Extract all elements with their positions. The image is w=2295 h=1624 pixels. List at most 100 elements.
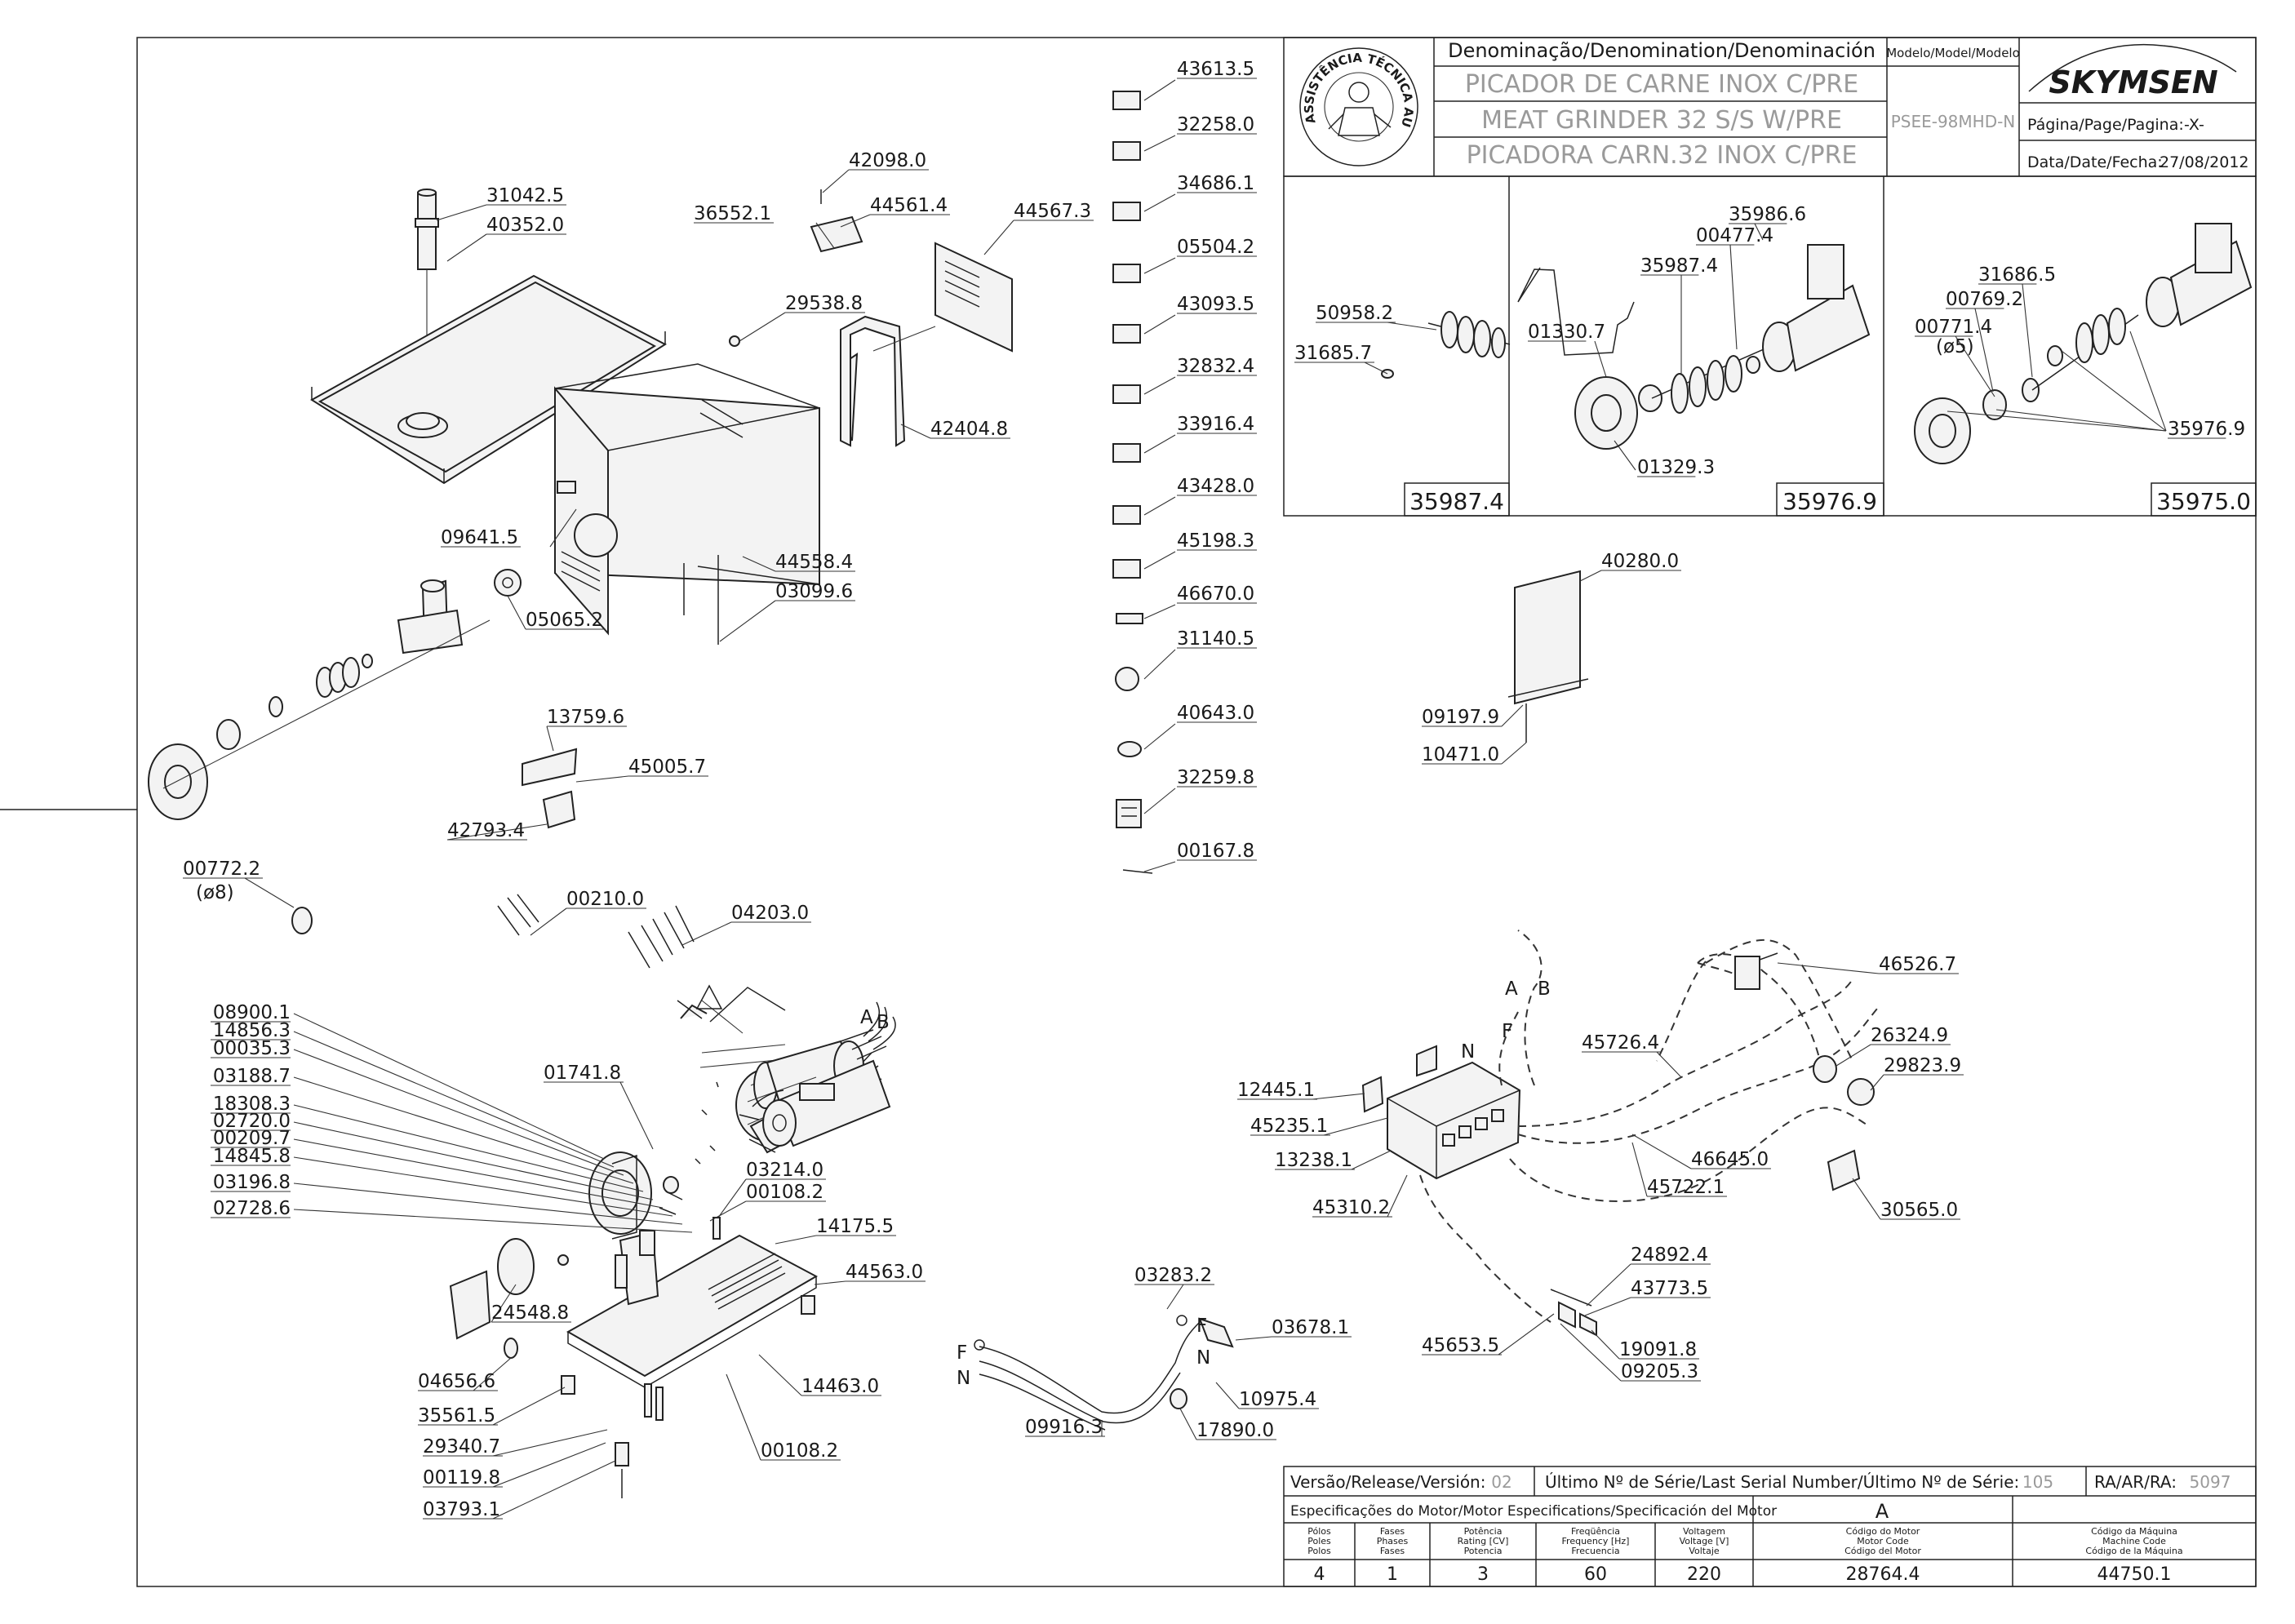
part-number: 44561.4 — [870, 195, 948, 216]
part-number: 43093.5 — [1177, 294, 1254, 315]
serial-value: 105 — [2022, 1472, 2053, 1492]
spec-value: 220 — [1687, 1564, 1721, 1585]
spec-column-header: Código da Máquina — [2091, 1526, 2177, 1537]
spec-column-header: Fases — [1380, 1546, 1405, 1556]
spec-column-header: Potencia — [1464, 1546, 1503, 1556]
part-number: 24548.8 — [491, 1302, 569, 1324]
part-number: 03188.7 — [213, 1066, 291, 1087]
part-number: 35976.9 — [2168, 419, 2245, 440]
drawing-frame — [0, 37, 2257, 1587]
wiring-harness-drawing — [1361, 930, 1878, 1337]
part-number: N — [1461, 1041, 1475, 1063]
part-number: 12445.1 — [1237, 1080, 1315, 1101]
part-number: 00210.0 — [566, 889, 644, 910]
part-number: 45726.4 — [1582, 1032, 1659, 1054]
part-number: 35561.5 — [418, 1405, 495, 1427]
authorized-service-seal: ASSISTÊNCIA TÉCNICA AUTORIZADA — [0, 0, 1418, 166]
part-number: 45722.1 — [1647, 1177, 1725, 1198]
part-number: 01741.8 — [544, 1063, 621, 1084]
motor-spec-block: Versão/Release/Versión: 02 Último Nº de … — [1283, 1466, 2257, 1587]
part-number: 29340.7 — [423, 1436, 500, 1458]
date-label: Data/Date/Fecha: — [2027, 153, 2163, 171]
part-number: 00769.2 — [1946, 289, 2023, 310]
part-number: 03196.8 — [213, 1172, 291, 1193]
part-number: 45198.3 — [1177, 530, 1254, 552]
part-number: 43613.5 — [1177, 59, 1254, 80]
spec-column-header: Potência — [1464, 1526, 1503, 1537]
part-number: 33916.4 — [1177, 414, 1254, 435]
denomination-header: Denominação/Denomination/Denominación — [1448, 39, 1876, 62]
ra-label: RA/AR/RA: — [2094, 1472, 2177, 1492]
part-number: 32259.8 — [1177, 767, 1254, 788]
spec-column-header: Frequency [Hz] — [1562, 1536, 1630, 1546]
part-number: 10471.0 — [1422, 744, 1499, 765]
part-number: 19091.8 — [1619, 1339, 1697, 1360]
part-number: 40352.0 — [486, 215, 564, 236]
part-number: 09205.3 — [1621, 1361, 1698, 1382]
part-number: 46526.7 — [1879, 954, 1956, 975]
spec-column-header: Motor Code — [1857, 1536, 1909, 1546]
panel-code: 35975.0 — [2156, 488, 2251, 515]
spec-column-header: Voltagem — [1683, 1526, 1725, 1537]
part-number: 43773.5 — [1631, 1278, 1708, 1299]
brand-logo: SKYMSEN — [2028, 43, 2237, 100]
part-number: 31140.5 — [1177, 628, 1254, 650]
spec-value: 44750.1 — [2097, 1564, 2172, 1585]
date-value: 27/08/2012 — [2160, 153, 2249, 171]
model-value: PSEE-98MHD-N — [1891, 112, 2016, 131]
part-number: 00772.2 — [183, 859, 260, 880]
part-number: 29538.8 — [785, 293, 863, 314]
part-number: 40280.0 — [1601, 551, 1679, 572]
part-number: 00167.8 — [1177, 841, 1254, 862]
part-number: 02720.0 — [213, 1111, 291, 1132]
panel-code: 35987.4 — [1409, 488, 1504, 515]
part-number: 01329.3 — [1637, 457, 1715, 478]
back-plate-drawing — [1507, 570, 1589, 743]
part-number: (ø8) — [196, 882, 234, 903]
part-number: 00108.2 — [746, 1182, 823, 1203]
motor-warning-triangle — [695, 984, 723, 1009]
spec-column-header: Rating [CV] — [1458, 1536, 1509, 1546]
spec-column-header: Poles — [1307, 1536, 1331, 1546]
part-number: 45235.1 — [1250, 1116, 1328, 1137]
part-number: 02728.6 — [213, 1198, 291, 1219]
part-number: 45653.5 — [1422, 1335, 1499, 1356]
panel-worm-drawing — [1381, 223, 2253, 464]
spec-column-headers: PólosPolesPolosFasesPhasesFasesPotênciaR… — [1307, 1526, 2182, 1556]
spec-column-header: Código de la Máquina — [2085, 1546, 2182, 1556]
part-number: 29823.9 — [1884, 1055, 1961, 1076]
part-number: 08900.1 — [213, 1002, 291, 1023]
spec-column-header: Polos — [1307, 1546, 1331, 1556]
spec-value: 60 — [1584, 1564, 1607, 1585]
part-number: 14856.3 — [213, 1020, 291, 1041]
leader-lines — [244, 79, 2167, 1520]
panel-code: 35976.9 — [1782, 488, 1877, 515]
product-name-en: MEAT GRINDER 32 S/S W/PRE — [1481, 106, 1842, 135]
part-number: 10975.4 — [1239, 1389, 1316, 1410]
spec-column-header: Frecuencia — [1571, 1546, 1619, 1556]
part-number: 44567.3 — [1014, 201, 1091, 222]
part-number: 42098.0 — [849, 150, 926, 171]
part-number: 31686.5 — [1978, 264, 2056, 286]
part-number: 14175.5 — [816, 1216, 894, 1237]
part-number: 00209.7 — [213, 1128, 291, 1149]
part-number: F — [957, 1342, 967, 1364]
part-number: 13759.6 — [547, 707, 624, 728]
part-number: 31042.5 — [486, 185, 564, 206]
part-number: B — [877, 1012, 890, 1033]
part-number: 18308.3 — [213, 1094, 291, 1115]
part-number: N — [957, 1368, 970, 1389]
spec-column-header: Voltage [V] — [1680, 1536, 1729, 1546]
ra-value: 5097 — [2190, 1472, 2231, 1492]
part-number: 46645.0 — [1691, 1149, 1769, 1170]
page-label: Página/Page/Pagina: — [2027, 116, 2184, 134]
spec-value: 1 — [1387, 1564, 1398, 1585]
part-number: 03283.2 — [1134, 1265, 1212, 1286]
part-number: B — [1538, 978, 1551, 1000]
page-value: -X- — [2184, 116, 2204, 134]
part-number: 04203.0 — [731, 903, 809, 924]
part-number: 03793.1 — [423, 1499, 500, 1520]
part-number: N — [1196, 1347, 1210, 1369]
